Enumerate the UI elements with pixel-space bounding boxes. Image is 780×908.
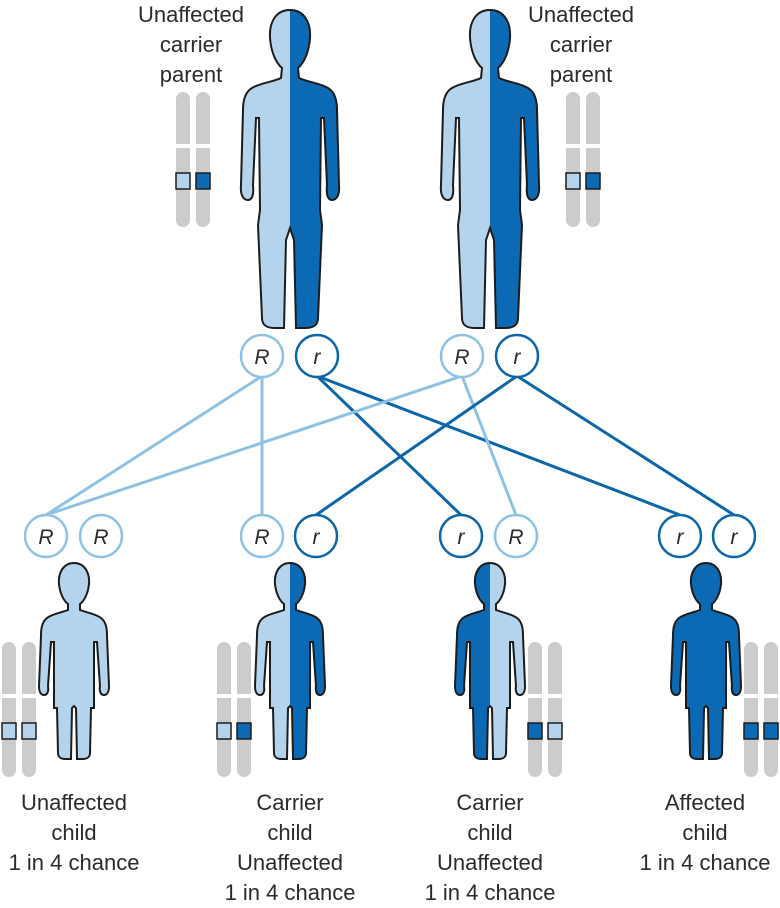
- line-p2r-c4: [516, 374, 735, 517]
- parent-1-alleles: R r: [239, 333, 340, 379]
- child-3-alleles: r R: [438, 513, 539, 559]
- allele-label: R: [508, 526, 523, 549]
- parent-2-label: Unaffected carrier parent: [481, 0, 681, 90]
- line-p1r-c3: [315, 374, 463, 517]
- allele-label: r: [314, 346, 322, 369]
- inheritance-lines: [45, 374, 735, 517]
- allele-circle: [494, 333, 540, 379]
- label-line: Unaffected: [20, 790, 127, 815]
- line-p1R-c1: [45, 374, 263, 517]
- allele-label: R: [254, 526, 269, 549]
- line-p2R-c3: [460, 375, 518, 516]
- allele-label: r: [677, 526, 685, 549]
- allele-label: r: [514, 346, 522, 369]
- label-line: carrier: [159, 32, 223, 57]
- child-4-chromosome-pair-icon: [743, 642, 779, 777]
- label-line: parent: [159, 62, 223, 87]
- parent-1-label: Unaffected carrier parent: [91, 0, 291, 90]
- allele-label: r: [313, 526, 321, 549]
- label-line: Unaffected: [236, 850, 343, 875]
- child-2-label: Carrier child Unaffected 1 in 4 chance: [190, 788, 390, 908]
- child-1-chromosome-pair-icon: [1, 642, 37, 777]
- label-line: 1 in 4 chance: [224, 880, 356, 905]
- child-2-figure: [254, 562, 326, 760]
- child-2-alleles: R r: [239, 513, 339, 559]
- allele-label: r: [458, 526, 466, 549]
- parent-1-chromosome-pair-icon: [175, 92, 211, 227]
- allele-label: r: [731, 526, 739, 549]
- label-line: child: [467, 820, 513, 845]
- line-p2R-c1: [45, 374, 463, 517]
- child-2-chromosome-pair-icon: [216, 642, 252, 777]
- label-line: 1 in 4 chance: [639, 850, 771, 875]
- parent-2-chromosome-pair-icon: [565, 92, 601, 227]
- child-1-figure: [38, 562, 110, 760]
- label-line: Carrier: [456, 790, 524, 815]
- child-1-label: Unaffected child 1 in 4 chance: [0, 788, 174, 878]
- label-line: Unaffected: [436, 850, 543, 875]
- label-line: 1 in 4 chance: [8, 850, 140, 875]
- allele-label: R: [93, 526, 108, 549]
- allele-circle: [239, 333, 285, 379]
- allele-label: R: [454, 346, 469, 369]
- child-3-chromosome-pair-icon: [527, 642, 563, 777]
- child-4-alleles: r r: [657, 513, 757, 559]
- child-4-label: Affected child 1 in 4 chance: [605, 788, 780, 878]
- child-4-figure: [670, 562, 742, 760]
- label-line: Affected: [664, 790, 746, 815]
- label-line: Carrier: [256, 790, 324, 815]
- label-line: child: [267, 820, 313, 845]
- parent-2-alleles: R r: [439, 333, 540, 379]
- line-p2r-c2: [315, 374, 518, 517]
- child-1-alleles: R R: [23, 513, 124, 559]
- label-line: parent: [549, 62, 613, 87]
- allele-circle: [439, 333, 485, 379]
- allele-circle: [294, 333, 340, 379]
- label-line: child: [51, 820, 97, 845]
- line-p1r-c4: [316, 374, 681, 517]
- allele-label: R: [38, 526, 53, 549]
- child-3-figure: [454, 562, 526, 760]
- label-line: child: [682, 820, 728, 845]
- child-3-label: Carrier child Unaffected 1 in 4 chance: [390, 788, 590, 908]
- label-line: 1 in 4 chance: [424, 880, 556, 905]
- label-line: Unaffected: [527, 2, 634, 27]
- label-line: carrier: [549, 32, 613, 57]
- allele-label: R: [254, 346, 269, 369]
- label-line: Unaffected: [137, 2, 244, 27]
